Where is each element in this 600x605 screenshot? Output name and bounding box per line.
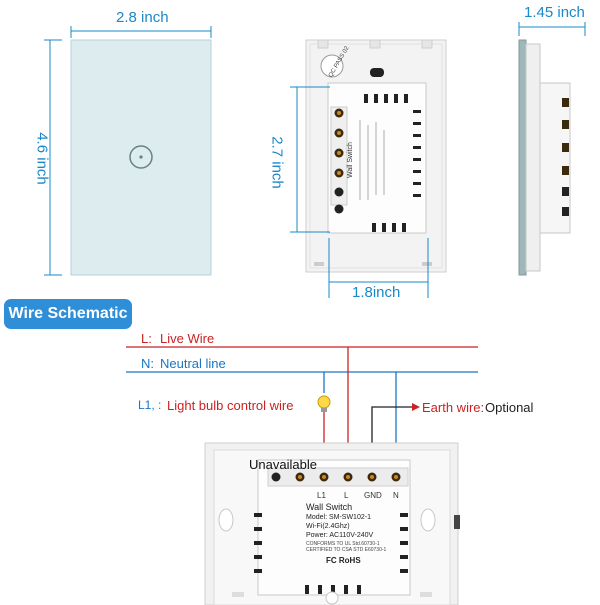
switch-label-power: Power: AC110V-240V bbox=[306, 532, 374, 539]
neutral-key: N: bbox=[141, 356, 154, 371]
live-wire-label: Live Wire bbox=[160, 331, 215, 346]
terminal-label-l1: L1 bbox=[317, 491, 326, 500]
unavailable-label: Unavailable bbox=[249, 457, 317, 472]
back-height-label: 2.7 inch bbox=[268, 136, 286, 189]
side-view bbox=[518, 39, 571, 276]
earth-key: Earth wire: bbox=[422, 400, 485, 415]
front-height-label: 4.6 inch bbox=[33, 132, 51, 185]
switch-label-model: Model: SM-SW102-1 bbox=[306, 514, 371, 521]
depth-dimension-line bbox=[518, 22, 586, 36]
switch-label-marks: FC RoHS bbox=[326, 556, 361, 565]
svg-text:Wall Switch: Wall Switch bbox=[347, 142, 354, 178]
control-key: L1, : bbox=[138, 398, 162, 412]
back-frame: Wall Switch bbox=[305, 39, 447, 273]
switch-back-plate bbox=[204, 442, 460, 605]
switch-label-conform: CONFORMS TO UL Std.60730-1 bbox=[306, 541, 380, 547]
back-height-dimension-line bbox=[290, 86, 330, 233]
terminal-label-gnd: GND bbox=[364, 491, 382, 500]
product-dimension-drawings: Wall Switch bbox=[44, 22, 586, 298]
back-width-dimension-line bbox=[328, 238, 429, 298]
touch-button-icon bbox=[129, 145, 153, 169]
front-width-label: 2.8 inch bbox=[116, 9, 169, 26]
back-width-label: 1.8inch bbox=[352, 284, 401, 301]
front-panel bbox=[70, 39, 212, 276]
switch-label-wifi: Wi-Fi(2.4Ghz) bbox=[306, 523, 350, 530]
wire-schematic-diagram bbox=[126, 346, 478, 605]
neutral-label: Neutral line bbox=[160, 356, 226, 371]
terminal-label-l: L bbox=[344, 491, 349, 500]
front-width-dimension-line bbox=[70, 26, 212, 38]
light-bulb-icon bbox=[317, 395, 331, 412]
front-height-dimension-line bbox=[44, 39, 62, 276]
earth-label: Optional bbox=[485, 400, 534, 415]
switch-label-cert: CERTIFIED TO CSA STD E60730-1 bbox=[306, 547, 387, 553]
wire-schematic-title: Wire Schematic bbox=[4, 299, 132, 329]
depth-label: 1.45 inch bbox=[524, 4, 585, 21]
terminal-label-n: N bbox=[393, 491, 399, 500]
control-label: Light bulb control wire bbox=[167, 398, 294, 413]
live-wire-key: L: bbox=[141, 331, 152, 346]
switch-label-title: Wall Switch bbox=[306, 502, 353, 512]
